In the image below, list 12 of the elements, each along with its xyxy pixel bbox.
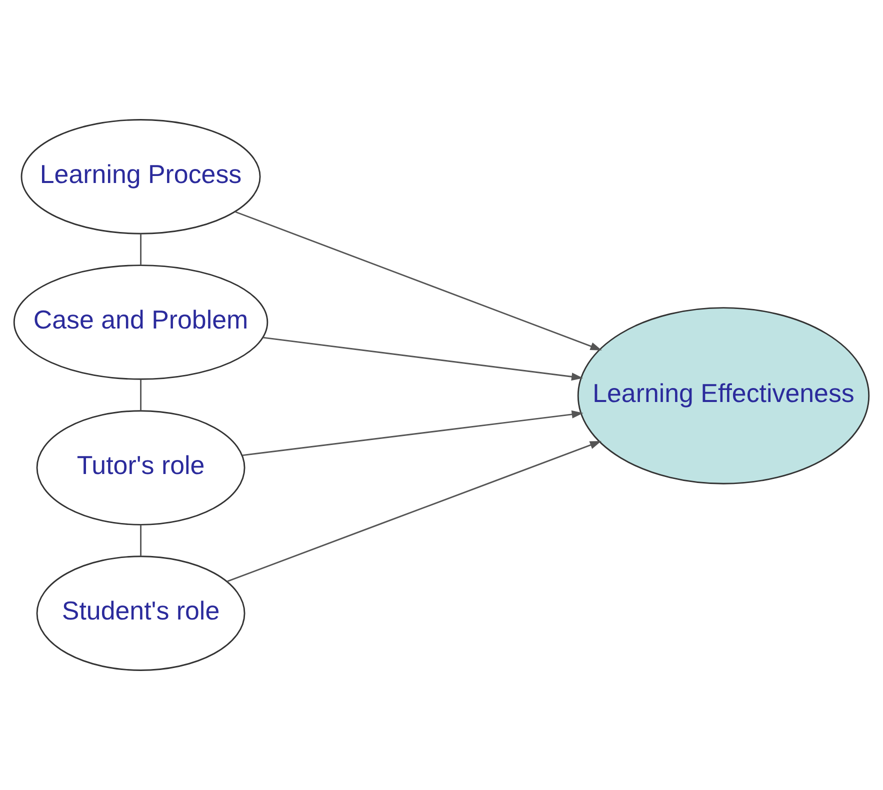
arrow — [262, 336, 584, 381]
arrow — [235, 211, 602, 350]
node-ellipse: Learning Effectiveness — [577, 307, 870, 484]
connector — [140, 524, 142, 556]
node-ellipse: Student's role — [36, 556, 246, 671]
connector — [140, 234, 142, 265]
node-ellipse: Case and Problem — [13, 264, 268, 380]
connector — [140, 379, 142, 410]
arrow — [226, 440, 602, 582]
node-ellipse: Tutor's role — [36, 410, 246, 526]
node-ellipse: Learning Process — [20, 119, 261, 234]
arrow — [242, 410, 584, 456]
